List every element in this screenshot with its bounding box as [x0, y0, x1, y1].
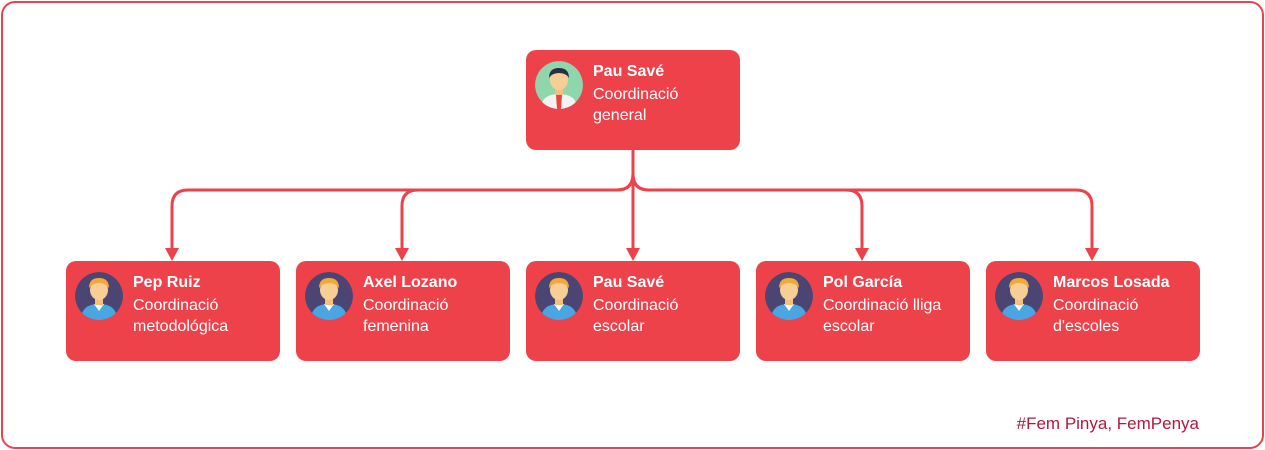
node-role: Coordinació escolar	[593, 297, 679, 335]
node-name: Axel Lozano	[363, 274, 458, 291]
node-name: Marcos Losada	[1053, 274, 1170, 291]
person-avatar-icon	[75, 272, 123, 320]
arrowhead	[1085, 248, 1099, 261]
org-node-root: Pau Savé Coordinació general	[526, 50, 740, 150]
org-node-pol-garcia: Pol García Coordinació lliga escolar	[756, 261, 970, 361]
arrowhead	[395, 248, 409, 261]
node-role: Coordinació general	[593, 86, 679, 124]
arrowhead	[626, 248, 640, 261]
arrowhead	[165, 248, 179, 261]
connector-to-axel-lozano	[400, 172, 635, 252]
person-avatar-icon	[305, 272, 353, 320]
node-name: Pau Savé	[593, 274, 665, 291]
person-avatar-icon	[535, 272, 583, 320]
person-avatar-icon	[995, 272, 1043, 320]
org-node-axel-lozano: Axel Lozano Coordinació femenina	[296, 261, 510, 361]
connector-to-pol-garcia	[631, 172, 864, 252]
org-node-marcos-losada: Marcos Losada Coordinació d'escoles	[986, 261, 1200, 361]
node-role: Coordinació metodológica	[133, 297, 229, 335]
node-role: Coordinació femenina	[363, 297, 449, 335]
node-role: Coordinació lliga escolar	[823, 297, 942, 335]
node-name: Pau Savé	[593, 63, 665, 80]
node-name: Pep Ruiz	[133, 274, 201, 291]
org-node-pep-ruiz: Pep Ruiz Coordinació metodológica	[66, 261, 280, 361]
footer-slogan: #Fem Pinya, FemPenya	[1016, 414, 1199, 433]
org-node-pau-save-escolar: Pau Savé Coordinació escolar	[526, 261, 740, 361]
node-role: Coordinació d'escoles	[1053, 297, 1139, 335]
arrowhead	[855, 248, 869, 261]
node-name: Pol García	[823, 274, 903, 291]
connector-to-marcos-losada	[631, 172, 1094, 252]
person-avatar-icon	[765, 272, 813, 320]
man-with-tie-avatar-icon	[535, 61, 583, 109]
